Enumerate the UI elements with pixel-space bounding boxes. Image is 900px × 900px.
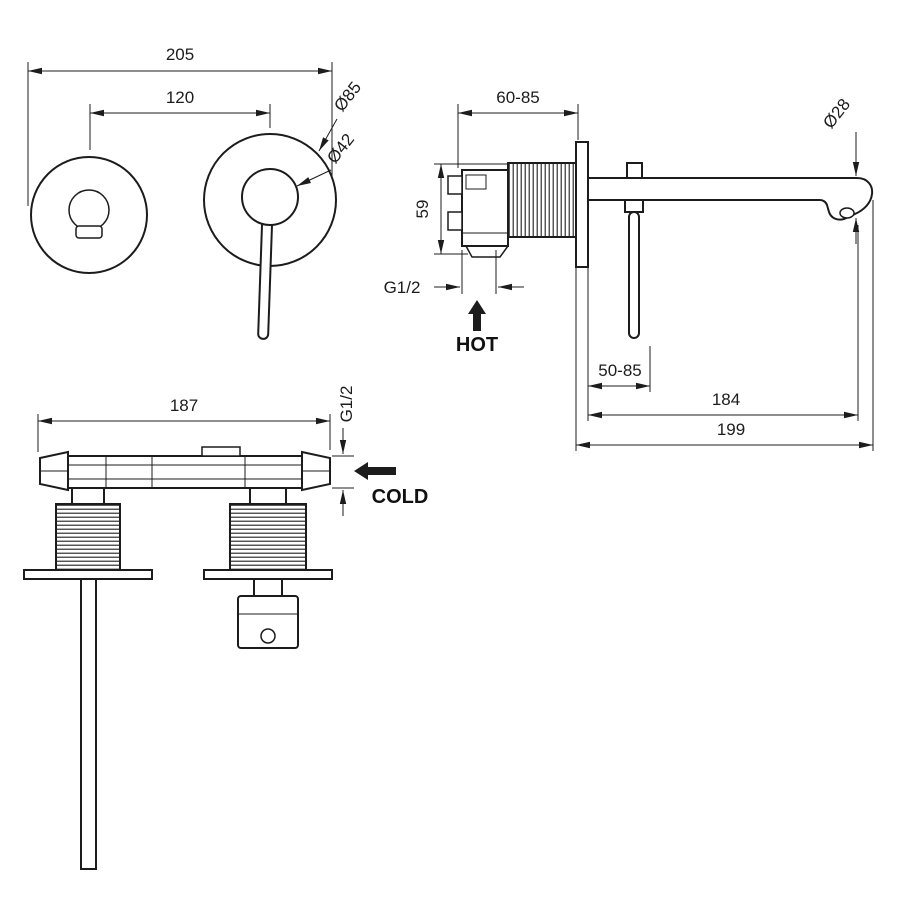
concealed-body-plan xyxy=(39,446,331,492)
dim-installation-depth: 60-85 xyxy=(457,88,579,168)
dim-overall-projection-label: 199 xyxy=(717,420,745,439)
body-bar xyxy=(67,455,303,489)
escutcheon-left xyxy=(30,156,148,274)
handle-collar xyxy=(241,168,299,226)
aerator xyxy=(839,207,855,219)
right-flange xyxy=(203,569,333,580)
inlet-chamfer xyxy=(465,245,509,258)
dim-overall-width: 205 xyxy=(27,45,333,206)
cold-arrow-stem xyxy=(368,467,396,475)
escutcheon-right xyxy=(203,133,337,340)
left-threaded-column xyxy=(55,503,121,571)
inlet-lug-bottom xyxy=(447,211,463,231)
handle-neck xyxy=(624,199,644,213)
cold-arrow-left-icon xyxy=(354,462,368,480)
dim-installation-depth-label: 60-85 xyxy=(496,88,539,107)
valve-block xyxy=(237,595,299,649)
dim-valve-height-label: 59 xyxy=(413,200,432,219)
escutcheon-diameter-label: Ø85 xyxy=(330,78,365,115)
cartridge-knurled-body xyxy=(507,162,577,238)
plan-view: 187 xyxy=(23,386,428,870)
supply-tube xyxy=(80,578,97,870)
hot-flow-indicator: HOT xyxy=(456,300,498,356)
spout-side xyxy=(587,162,874,339)
collar-diameter-label: Ø42 xyxy=(323,130,358,167)
cold-flow-indicator: COLD xyxy=(354,462,428,508)
side-view: 60-85 59 Ø28 xyxy=(384,88,874,451)
right-column-neck xyxy=(249,487,287,505)
front-view: 205 120 Ø85 Ø42 xyxy=(27,45,365,340)
dim-body-length: 187 xyxy=(37,396,331,452)
valve-body-side xyxy=(447,141,589,268)
hot-arrow-stem xyxy=(473,314,481,331)
spout xyxy=(587,177,874,221)
label-spout-diameter: Ø28 xyxy=(819,95,860,244)
mounting-columns xyxy=(23,487,333,870)
left-column-neck xyxy=(71,487,105,505)
hot-arrow-up-icon xyxy=(468,300,486,314)
cold-label: COLD xyxy=(372,486,429,508)
valve-neck xyxy=(253,578,283,597)
dim-inlet-thread: G1/2 xyxy=(384,250,524,297)
right-threaded-column xyxy=(229,503,307,571)
diverter-knob-base xyxy=(75,225,103,239)
outlet-thread-label: G1/2 xyxy=(337,386,356,423)
dim-spout-reach: 184 xyxy=(588,225,859,421)
dim-overall-projection: 199 xyxy=(576,200,874,451)
dim-valve-height: 59 xyxy=(413,163,508,255)
spout-diameter-label: Ø28 xyxy=(819,95,854,132)
inlet-thread-label: G1/2 xyxy=(384,278,421,297)
hot-label: HOT xyxy=(456,334,498,356)
dim-overall-width-label: 205 xyxy=(166,45,194,64)
dim-spout-reach-label: 184 xyxy=(712,390,740,409)
wall-plate-side xyxy=(575,141,589,268)
dim-hole-spacing-label: 120 xyxy=(166,88,194,107)
inlet-lug-top xyxy=(447,175,463,195)
valve-screw xyxy=(260,628,276,644)
dim-hole-spacing: 120 xyxy=(89,88,271,150)
dim-handle-clearance: 50-85 xyxy=(588,346,651,392)
handle-pivot xyxy=(626,162,643,179)
diverter-knob xyxy=(68,189,110,231)
dim-outlet-thread: G1/2 xyxy=(332,386,356,516)
handle-rod-side xyxy=(628,211,640,339)
dim-body-length-label: 187 xyxy=(170,396,198,415)
left-flange xyxy=(23,569,153,580)
dim-handle-clearance-label: 50-85 xyxy=(598,361,641,380)
body-top-tab xyxy=(201,446,241,457)
inlet-detail xyxy=(465,174,487,190)
